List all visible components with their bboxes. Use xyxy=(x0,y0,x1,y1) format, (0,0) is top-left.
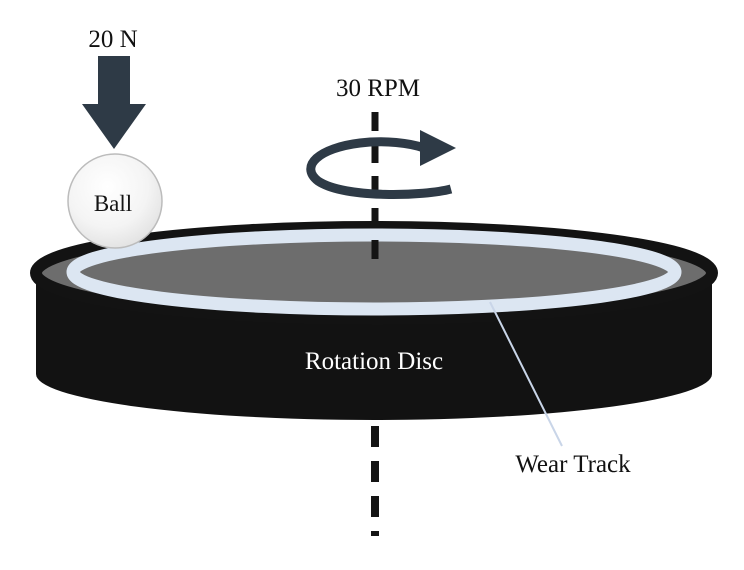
wear-track-leader-line xyxy=(489,301,563,447)
ball xyxy=(67,153,163,249)
load-arrow xyxy=(82,56,146,149)
rotation-arrow-curve xyxy=(306,137,453,199)
wear-track-label: Wear Track xyxy=(515,451,631,478)
ball-label: Ball xyxy=(94,191,132,216)
load-label: 20 N xyxy=(88,26,137,53)
disc-label: Rotation Disc xyxy=(305,348,443,375)
rotation-arrow xyxy=(306,130,456,199)
speed-label: 30 RPM xyxy=(336,75,420,102)
rotation-arrow-head xyxy=(420,130,456,166)
disc-side xyxy=(36,273,712,420)
wear-track-ring xyxy=(66,228,682,316)
